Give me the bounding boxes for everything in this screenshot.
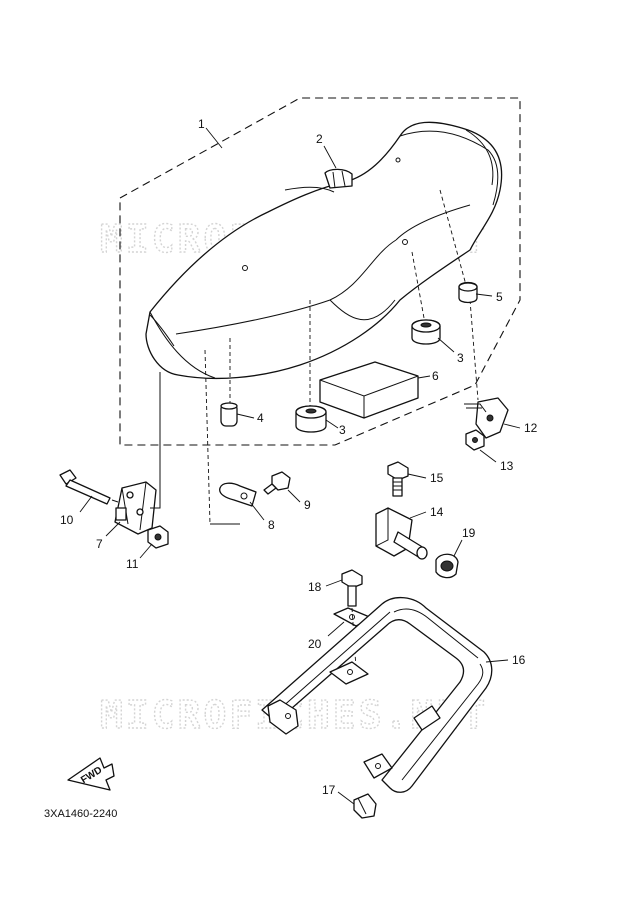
callout-19: 19 — [462, 526, 476, 540]
leader-10 — [79, 495, 93, 513]
callout-16: 16 — [512, 653, 526, 667]
callout-14: 14 — [430, 505, 444, 519]
leader-7 — [105, 521, 121, 537]
centerline-12 — [469, 299, 479, 401]
damper-3a — [295, 405, 327, 433]
leader-15 — [407, 473, 427, 479]
damper-4 — [220, 402, 238, 427]
leader-12 — [503, 423, 521, 429]
clip-8 — [219, 482, 257, 507]
callout-12: 12 — [524, 421, 538, 435]
link-seat-bracket7 — [150, 372, 161, 509]
callout-6: 6 — [432, 369, 439, 383]
cap-19 — [435, 553, 459, 579]
seat-assembly-boundary — [119, 97, 521, 446]
centerline-8 — [204, 349, 211, 525]
callout-7: 7 — [96, 537, 103, 551]
callout-8: 8 — [268, 518, 275, 532]
callout-3b: 3 — [457, 351, 464, 365]
leader-4 — [236, 413, 255, 419]
damper-3b — [411, 319, 441, 345]
callout-5: 5 — [496, 290, 503, 304]
callout-3a: 3 — [339, 423, 346, 437]
leader-11 — [139, 543, 153, 559]
screw-9 — [263, 471, 291, 495]
leader-2 — [323, 145, 337, 169]
leader-8 — [249, 501, 265, 521]
centerline-5 — [439, 189, 467, 286]
leader-3b — [437, 337, 455, 353]
callout-17: 17 — [322, 783, 336, 797]
leader-5 — [475, 293, 493, 297]
nut-13 — [465, 429, 485, 451]
cap-17 — [353, 793, 377, 819]
nut-11 — [147, 525, 169, 549]
leader-6 — [417, 375, 431, 379]
leader-18 — [325, 579, 343, 587]
lock-14 — [375, 507, 428, 560]
leader-14 — [409, 511, 427, 519]
bolt-15 — [387, 461, 409, 497]
callout-18: 18 — [308, 580, 322, 594]
callout-20: 20 — [308, 637, 322, 651]
leader-19 — [453, 539, 463, 557]
fwd-arrow-icon: FWD — [67, 757, 115, 791]
callout-11: 11 — [126, 557, 139, 571]
callout-2: 2 — [316, 132, 323, 146]
leader-9 — [287, 489, 301, 503]
callout-9: 9 — [304, 498, 311, 512]
bracket-7 — [114, 481, 157, 535]
leader-13 — [479, 449, 497, 463]
leader-3a — [325, 419, 339, 429]
seat-hook-2 — [324, 168, 353, 189]
pad-6 — [319, 361, 419, 419]
leader-1 — [205, 127, 223, 149]
seat — [145, 121, 503, 380]
drawing-code: 3XA1460-2240 — [44, 808, 117, 820]
bracket-12 — [464, 397, 509, 439]
grab-bar-16 — [261, 597, 493, 793]
leader-17 — [337, 791, 355, 805]
damper-5 — [458, 281, 478, 304]
callout-4: 4 — [257, 411, 264, 425]
leader-16 — [485, 659, 509, 663]
callout-1: 1 — [198, 117, 205, 131]
callout-13: 13 — [500, 459, 514, 473]
leader-20 — [327, 621, 345, 637]
callout-10: 10 — [60, 513, 74, 527]
bolt-10 — [59, 469, 119, 505]
bolt-18 — [341, 569, 363, 607]
callout-15: 15 — [430, 471, 444, 485]
